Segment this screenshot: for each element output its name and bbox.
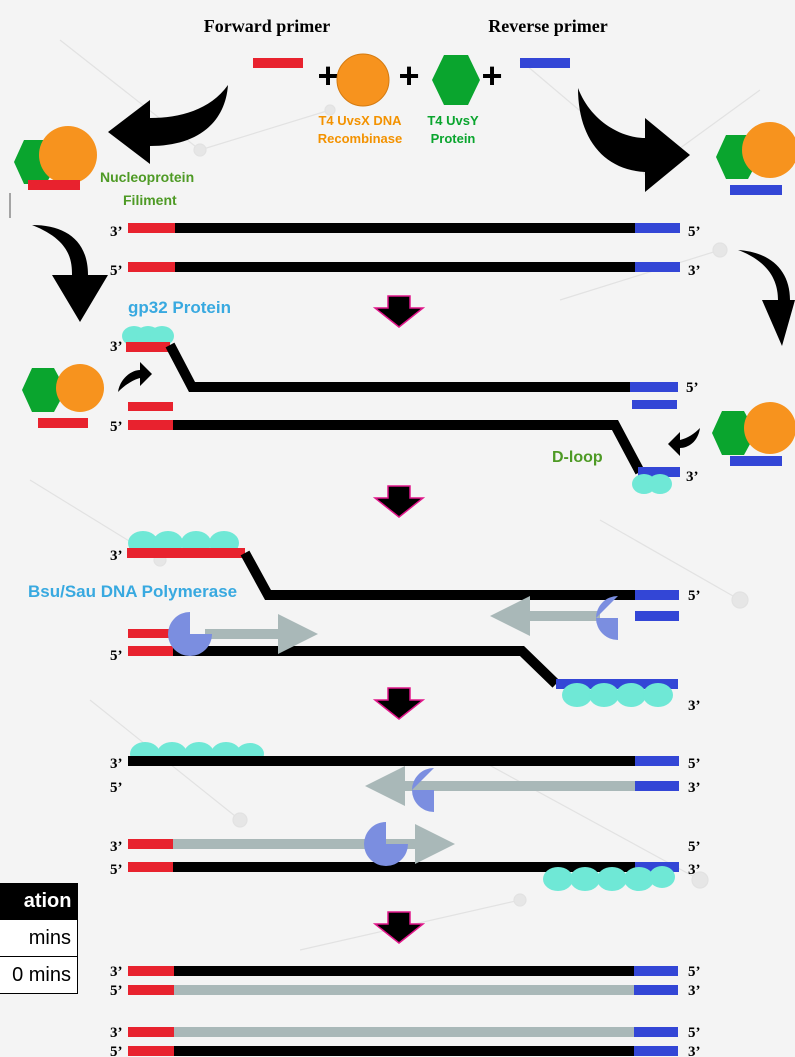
gp32-cluster bbox=[562, 683, 673, 707]
end-label: 5’ bbox=[688, 588, 701, 604]
end-label: 3’ bbox=[688, 698, 701, 714]
gp32-cluster bbox=[543, 866, 675, 891]
end-label: 3’ bbox=[688, 1044, 701, 1057]
recombinase-label-2: Recombinase bbox=[318, 131, 403, 146]
end-label: 3’ bbox=[688, 263, 701, 279]
completion-dna-a bbox=[128, 756, 679, 791]
nucleoprotein-complex-left-2 bbox=[22, 364, 104, 428]
plus-sign: + bbox=[398, 55, 419, 96]
end-label: 3’ bbox=[110, 339, 123, 355]
polymerase-label: Bsu/Sau DNA Polymerase bbox=[28, 582, 237, 601]
forward-primer bbox=[253, 58, 303, 68]
curved-arrow-down-left-icon bbox=[32, 225, 108, 322]
gp32-cluster bbox=[632, 474, 672, 494]
curved-arrow-left-icon bbox=[108, 85, 228, 164]
step-arrow-icon bbox=[372, 295, 426, 328]
small-curved-arrow-icon bbox=[668, 428, 700, 456]
end-label: 5’ bbox=[110, 862, 123, 878]
end-label: 5’ bbox=[110, 983, 123, 999]
end-label: 5’ bbox=[110, 419, 123, 435]
end-label: 3’ bbox=[686, 469, 699, 485]
nucleoprotein-complex-left bbox=[14, 126, 97, 190]
end-label: 3’ bbox=[110, 839, 123, 855]
gp32-cluster bbox=[122, 326, 174, 346]
gp32-label: gp32 Protein bbox=[128, 298, 231, 317]
end-label: 3’ bbox=[110, 756, 123, 772]
product-dna-1 bbox=[128, 966, 678, 995]
end-label: 5’ bbox=[110, 780, 123, 796]
plus-sign: + bbox=[317, 55, 338, 96]
end-label: 5’ bbox=[686, 380, 699, 396]
step-arrow-icon bbox=[372, 687, 426, 720]
duration-table: ation mins 0 mins bbox=[0, 883, 78, 994]
dsdna-step1 bbox=[128, 223, 680, 272]
invaded-dna-step2 bbox=[126, 342, 680, 477]
end-label: 5’ bbox=[688, 224, 701, 240]
uvsy-label-2: Protein bbox=[431, 131, 476, 146]
end-label: 5’ bbox=[110, 263, 123, 279]
small-curved-arrow-icon bbox=[118, 362, 152, 392]
end-label: 3’ bbox=[688, 780, 701, 796]
table-header: ation bbox=[0, 883, 78, 920]
curved-arrow-right-icon bbox=[578, 88, 690, 192]
uvsy-label-1: T4 UvsY bbox=[427, 113, 479, 128]
end-label: 3’ bbox=[110, 1025, 123, 1041]
recombinase-label-1: T4 UvsX DNA bbox=[318, 113, 402, 128]
end-label: 5’ bbox=[688, 756, 701, 772]
product-dna-2 bbox=[128, 1027, 678, 1056]
end-label: 5’ bbox=[688, 1025, 701, 1041]
end-label: 5’ bbox=[110, 1044, 123, 1057]
end-label: 5’ bbox=[688, 839, 701, 855]
polymerase-icon bbox=[596, 596, 618, 640]
polymerase-icon bbox=[412, 768, 434, 812]
end-label: 3’ bbox=[688, 983, 701, 999]
polymerase-icon bbox=[364, 822, 408, 866]
table-cell: 0 mins bbox=[0, 956, 78, 994]
polymerase-icon bbox=[168, 612, 212, 656]
table-cell: mins bbox=[0, 919, 78, 957]
recombinase-icon bbox=[336, 53, 390, 107]
step-arrow-icon bbox=[372, 911, 426, 944]
nucleoprotein-complex-right-2 bbox=[712, 402, 795, 466]
end-label: 3’ bbox=[110, 964, 123, 980]
nucleoprotein-label-1: Nucleoprotein bbox=[100, 169, 194, 185]
end-label: 3’ bbox=[110, 224, 123, 240]
end-label: 3’ bbox=[688, 862, 701, 878]
plus-sign: + bbox=[481, 55, 502, 96]
uvsy-icon bbox=[432, 55, 480, 105]
end-label: 5’ bbox=[110, 648, 123, 664]
nucleoprotein-complex-right bbox=[716, 122, 795, 195]
reverse-primer-label: Reverse primer bbox=[488, 16, 607, 36]
curved-arrow-down-right-icon bbox=[738, 250, 795, 346]
end-label: 3’ bbox=[110, 548, 123, 564]
step-arrow-icon bbox=[372, 485, 426, 518]
reverse-primer bbox=[520, 58, 570, 68]
dloop-label: D-loop bbox=[552, 449, 603, 466]
forward-primer-label: Forward primer bbox=[204, 16, 330, 36]
end-label: 5’ bbox=[688, 964, 701, 980]
nucleoprotein-label-2: Filiment bbox=[123, 192, 177, 208]
